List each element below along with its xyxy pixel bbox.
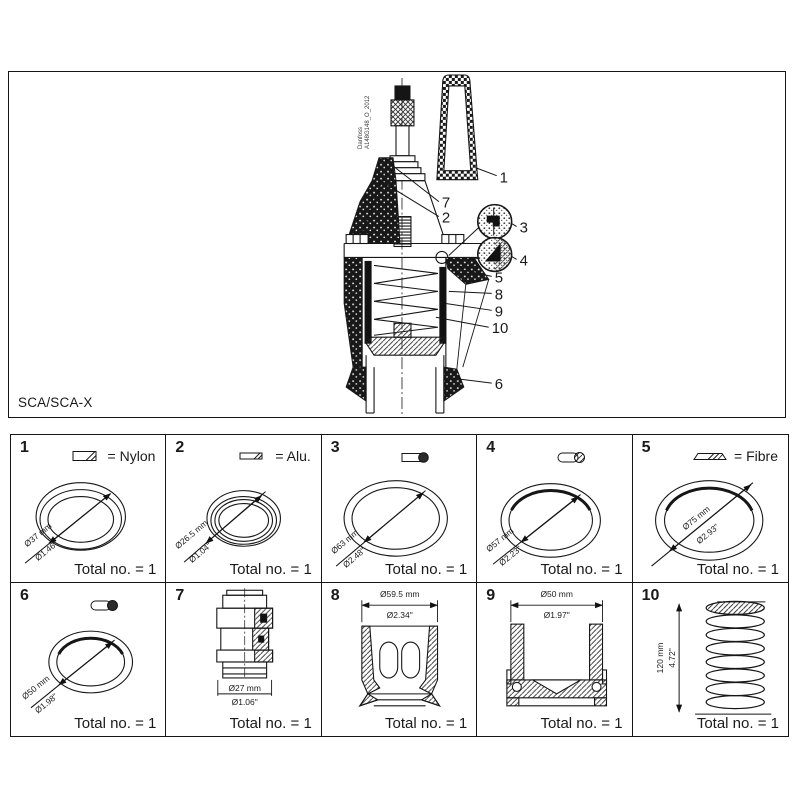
total-label: Total no. = 1 (229, 561, 312, 578)
dim-in: Ø1.97" (544, 610, 570, 620)
part-number: 3 (330, 439, 340, 456)
valve-cross-section-panel: 1 7 2 3 4 5 8 9 10 6 Danfoss A148G148_O_… (8, 71, 786, 418)
watermark-code: A148G148_O_2012 (365, 95, 371, 149)
drawing-watermark: Danfoss A148G148_O_2012 (358, 96, 372, 149)
dim-in: Ø2.23" (497, 544, 523, 568)
watermark-brand: Danfoss (358, 126, 364, 149)
ring-drawing-6: Ø50 mm Ø1.98" (20, 630, 134, 715)
callout-7: 7 (442, 195, 450, 212)
callout-4: 4 (520, 252, 528, 269)
dim-in: Ø2.48" (341, 545, 367, 569)
dim-mm: Ø59.5 mm (380, 589, 419, 599)
detail-3-pointer (448, 227, 480, 256)
spindle-drawing (379, 85, 426, 248)
detail-4-pointer (449, 257, 478, 261)
ring-drawing-5: Ø75 mm Ø2.93" (650, 480, 763, 567)
oring-symbol (90, 598, 120, 613)
leader-lines (376, 159, 517, 384)
detail-circle-3 (476, 203, 513, 240)
part-number: 7 (175, 587, 185, 604)
part-number: 6 (20, 587, 29, 604)
spring-chamber (361, 257, 447, 368)
part-number: 9 (486, 587, 496, 604)
part-number: 4 (486, 439, 496, 456)
dim-in: Ø1.06" (232, 697, 258, 707)
ring-drawing-1: Ø37 mm Ø1.46" (22, 482, 126, 564)
part-number: 8 (330, 587, 340, 604)
callout-10: 10 (492, 320, 509, 337)
total-label: Total no. = 1 (696, 715, 779, 732)
callout-1: 1 (500, 170, 508, 187)
material-legend-alu: = Alu. (239, 448, 311, 464)
oring-symbol (557, 450, 587, 465)
nylon-seal-icon (72, 451, 97, 461)
part-cell-7: 7 Ø27 mm Ø1.06" (166, 583, 322, 736)
gland-drawing-7: Ø27 mm Ø1.06" (216, 588, 274, 707)
material-legend-fibre: = Fibre (692, 448, 778, 464)
legend-label: = Alu. (275, 448, 311, 464)
part-cell-6: 6 Ø50 mm Ø1.98" Total no. = 1 (11, 583, 167, 736)
ring-drawing-2: Ø26.5 mm Ø1.04" (173, 490, 282, 565)
oring-section-icon (90, 600, 119, 611)
bonnet-packing-section (345, 157, 401, 245)
callout-8: 8 (495, 286, 503, 303)
part-cell-9: 9 Ø50 mm Ø1.97" Tota (477, 583, 633, 736)
part-cell-4: 4 Ø57 mm Ø2.23" Total no. = 1 (477, 435, 633, 583)
callout-2: 2 (442, 210, 450, 227)
part-number: 1 (20, 439, 29, 456)
dim-in: Ø2.34" (386, 610, 412, 620)
total-label: Total no. = 1 (74, 561, 157, 578)
material-legend-nylon: = Nylon (72, 448, 156, 464)
part-cell-10: 10 120 mm 4.72" Total no. = 1 (633, 583, 788, 736)
piston-drawing-9: Ø50 mm Ø1.97" (506, 589, 608, 707)
dim-mm: Ø27 mm (229, 683, 261, 693)
valve-drawing: 1 7 2 3 4 5 8 9 10 6 (343, 74, 528, 416)
dim-mm: Ø50 mm (541, 589, 573, 599)
dim-in: 4.72" (667, 648, 677, 668)
total-label: Total no. = 1 (540, 561, 623, 578)
callout-9: 9 (495, 303, 503, 320)
total-label: Total no. = 1 (696, 561, 779, 578)
dim-in: Ø2.93" (694, 522, 720, 546)
total-label: Total no. = 1 (540, 715, 623, 732)
spare-parts-table: 1 = Nylon Ø37 mm Ø1.46" Total no. = 1 2 (10, 434, 789, 737)
part-number: 2 (175, 439, 185, 456)
ring-drawing-3: Ø63 mm Ø2.48" (329, 480, 448, 570)
oring-section-icon (401, 452, 429, 463)
alu-gasket-icon (239, 452, 263, 460)
dim-in: Ø1.46" (33, 539, 59, 563)
callout-6: 6 (495, 376, 503, 393)
oring-hatched-icon (557, 452, 585, 463)
total-label: Total no. = 1 (74, 715, 157, 732)
part-cell-1: 1 = Nylon Ø37 mm Ø1.46" Total no. = 1 (11, 435, 167, 583)
dim-in: Ø1.04" (187, 540, 213, 564)
total-label: Total no. = 1 (385, 561, 468, 578)
part-cell-2: 2 = Alu. Ø26.5 mm Ø1.04" Total no. = 1 (166, 435, 322, 583)
part-number: 10 (641, 587, 660, 604)
coil-spring (705, 600, 765, 710)
fibre-gasket-icon (693, 452, 727, 460)
legend-label: = Fibre (734, 448, 778, 464)
cage-drawing-8: Ø59.5 mm Ø2.34" (358, 589, 441, 707)
spring-drawing-10: 120 mm 4.72" (655, 600, 771, 715)
model-label: SCA/SCA-X (18, 395, 93, 410)
legend-label: = Nylon (107, 448, 156, 464)
total-label: Total no. = 1 (385, 715, 468, 732)
part-cell-5: 5 = Fibre Ø75 mm Ø2.93" Total no. = 1 (632, 435, 788, 583)
oring-symbol (401, 450, 431, 465)
part-cell-8: 8 Ø59.5 mm Ø2.34" Total no. = 1 (322, 583, 478, 736)
valve-plate (365, 336, 445, 356)
seal-cap-drawing (436, 74, 479, 181)
ring-drawing-4: Ø57 mm Ø2.23" (484, 483, 602, 568)
outlet-neck (365, 355, 445, 414)
callout-5: 5 (495, 269, 503, 286)
dim-mm: 120 mm (655, 643, 665, 674)
detail-circle-4 (476, 236, 513, 273)
main-spring (373, 264, 438, 336)
callout-3: 3 (520, 220, 528, 237)
part-number: 5 (641, 439, 651, 456)
total-label: Total no. = 1 (229, 715, 312, 732)
part-cell-3: 3 Ø63 mm Ø2.48" Total no. = 1 (321, 435, 478, 583)
